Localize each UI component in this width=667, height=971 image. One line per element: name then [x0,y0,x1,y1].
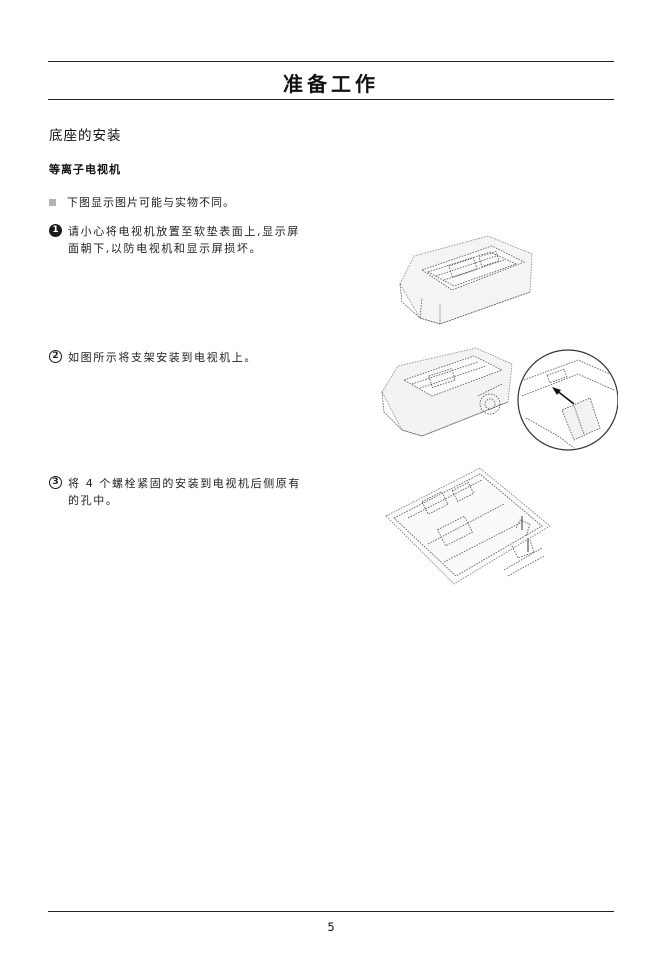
footer-rule [48,911,614,912]
step-3: 3 将 4 个螺栓紧固的安装到电视机后侧原有 的孔中。 [49,475,329,509]
step-1-line-1: 请小心将电视机放置至软垫表面上,显示屏 [68,225,300,238]
header-rule-top [48,61,614,62]
step-2-line-1: 如图所示将支架安装到电视机上。 [68,351,257,364]
step-3-text: 将 4 个螺栓紧固的安装到电视机后侧原有 的孔中。 [68,475,301,509]
step-3-line-1: 将 4 个螺栓紧固的安装到电视机后侧原有 [68,477,301,490]
step-1-text: 请小心将电视机放置至软垫表面上,显示屏 面朝下,以防电视机和显示屏损坏。 [68,223,300,257]
section-title: 底座的安装 [49,128,122,144]
bolt-fasten-illustration [385,467,551,585]
page-title: 准备工作 [283,72,379,96]
header-rule-bottom [48,99,614,100]
step-2: 2 如图所示将支架安装到电视机上。 [49,349,329,366]
stand-attach-illustration [381,347,618,451]
step-number-2: 2 [49,350,62,363]
page-number: 5 [327,920,335,934]
step-number-3: 3 [49,476,62,489]
square-bullet-icon [49,198,56,206]
note-text: 下图显示图片可能与实物不同。 [67,196,235,209]
step-3-line-2: 的孔中。 [68,494,119,507]
tv-on-cushion-illustration [399,235,533,325]
step-1-line-2: 面朝下,以防电视机和显示屏损坏。 [68,242,263,255]
step-number-1: 1 [49,224,62,237]
note: 下图显示图片可能与实物不同。 [49,194,235,210]
step-2-text: 如图所示将支架安装到电视机上。 [68,349,257,366]
subsection-title: 等离子电视机 [49,163,121,176]
step-1: 1 请小心将电视机放置至软垫表面上,显示屏 面朝下,以防电视机和显示屏损坏。 [49,223,329,257]
